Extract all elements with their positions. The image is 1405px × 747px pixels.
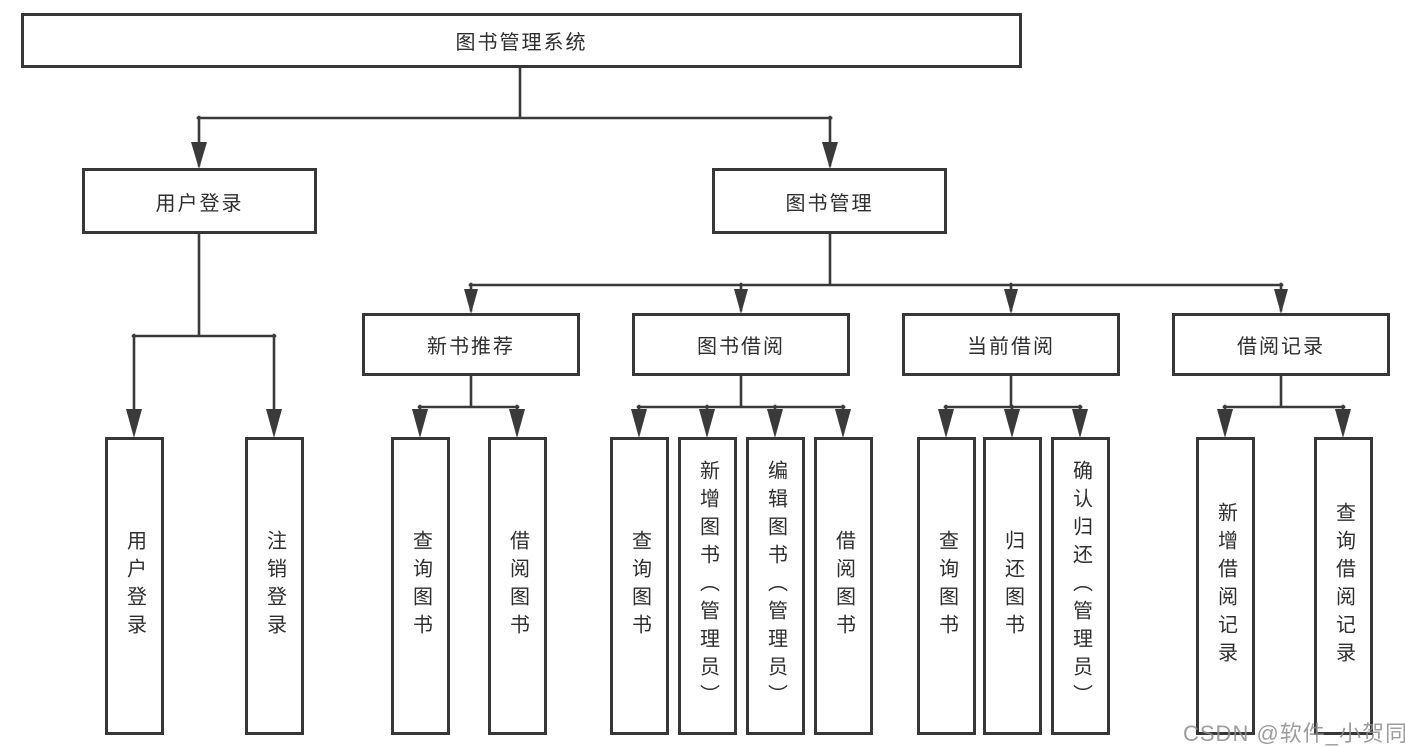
node-book-management: 图书管理 [712,168,947,234]
leaf-user-login: 用户登录 [105,437,164,735]
node-label: 确认归还（管理员） [1069,460,1092,712]
node-label: 查询借阅记录 [1332,502,1355,670]
node-label: 编辑图书（管理员） [764,460,787,712]
leaf-add-borrow-record: 新增借阅记录 [1196,437,1255,735]
node-label: 用户登录 [123,530,146,642]
node-label: 查询图书 [935,530,958,642]
tree-edges [131,66,1346,434]
leaf-search-books-borrowing: 查询图书 [610,437,669,735]
leaf-borrow-books-borrowing: 借阅图书 [814,437,873,735]
leaf-edit-book-admin: 编辑图书（管理员） [746,437,805,735]
node-label: 图书管理 [785,192,874,215]
node-borrowing-records: 借阅记录 [1172,313,1390,376]
node-user-login: 用户登录 [82,168,317,234]
node-label: 图书管理系统 [455,32,588,54]
node-label: 归还图书 [1001,530,1024,642]
leaf-search-books-recommend: 查询图书 [391,437,450,735]
leaf-logout: 注销登录 [245,437,304,735]
csdn-watermark: CSDN @软件_小贺同学 [1183,721,1405,746]
node-label: 借阅记录 [1237,336,1325,358]
node-label: 新增借阅记录 [1214,502,1237,670]
leaf-search-borrow-record: 查询借阅记录 [1314,437,1373,735]
node-book-borrowing: 图书借阅 [632,313,850,376]
node-label: 借阅图书 [832,530,855,642]
node-label: 注销登录 [263,530,286,642]
node-label: 当前借阅 [967,336,1055,358]
node-label: 用户登录 [155,192,244,215]
node-label: 图书借阅 [697,336,785,358]
leaf-add-book-admin: 新增图书（管理员） [678,437,737,735]
arrowheads [126,142,1351,438]
node-current-borrowing: 当前借阅 [902,313,1120,376]
node-label: 新增图书（管理员） [696,460,719,712]
leaf-search-books-current: 查询图书 [917,437,976,735]
node-new-book-recommendation: 新书推荐 [362,313,580,376]
leaf-confirm-return-admin: 确认归还（管理员） [1051,437,1110,735]
node-label: 新书推荐 [427,336,515,358]
node-library-management-system: 图书管理系统 [21,13,1022,68]
leaf-return-book: 归还图书 [983,437,1042,735]
leaf-borrow-books-recommend: 借阅图书 [488,437,547,735]
node-label: 查询图书 [628,530,651,642]
node-label: 借阅图书 [506,530,529,642]
node-label: 查询图书 [409,530,432,642]
